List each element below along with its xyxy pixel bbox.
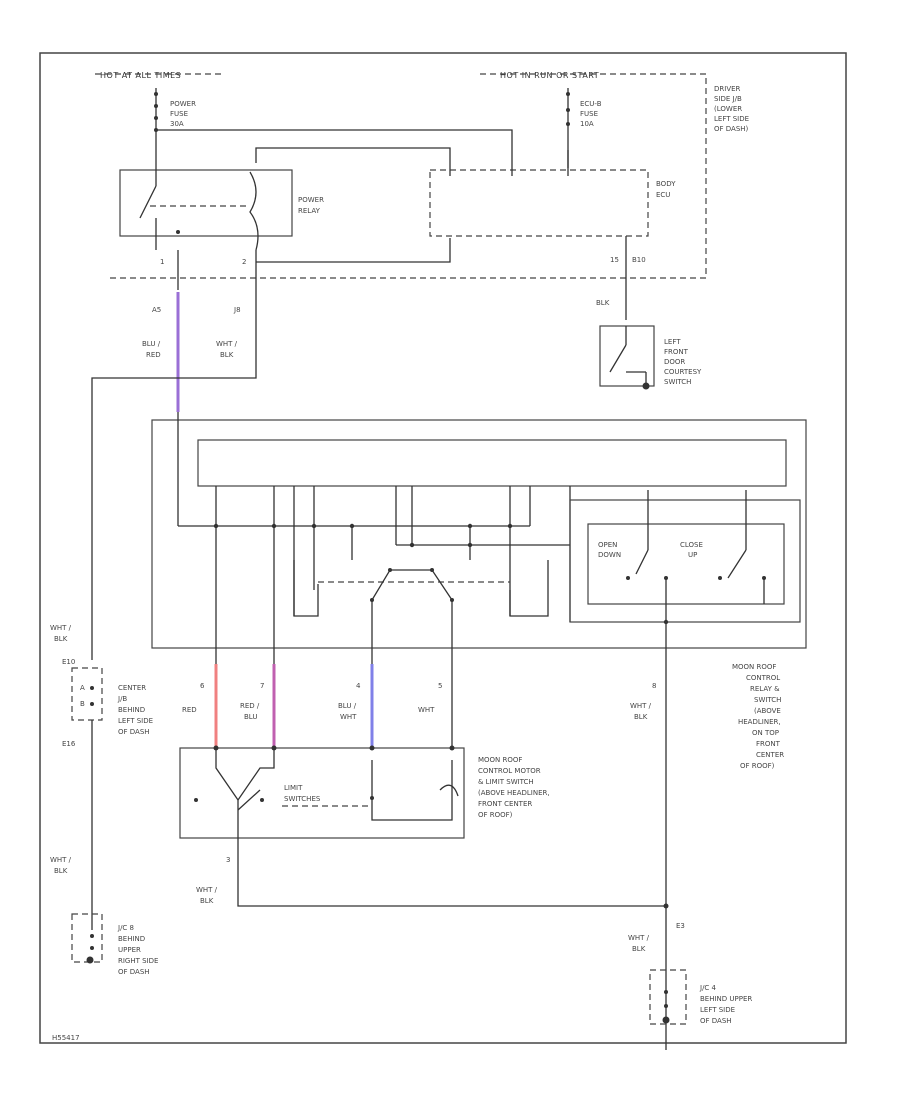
wire-red-blu-label: RED / BLU [240,702,262,721]
svg-text:J8: J8 [233,306,241,314]
figure-code: H55417 [52,1034,80,1042]
driver-jb-boundary [95,73,707,279]
power-fuse: POWER FUSE 30A [154,88,513,168]
center-jb-label: CENTER J/B BEHIND LEFT SIDE OF DASH [117,684,155,736]
body-ecu: BODY ECU 15 B10 [429,150,678,320]
svg-text:15: 15 [610,256,619,264]
svg-text:A: A [80,684,85,692]
center-jb: E10 A B CENTER J/B BEHIND LEFT SIDE OF D… [62,658,155,930]
motor-label: MOON ROOF CONTROL MOTOR & LIMIT SWITCH (… [478,756,552,819]
svg-text:A5: A5 [152,306,161,314]
power-relay: POWER RELAY 1 2 [119,147,451,290]
wire-wht-blk-lower-left-label: WHT / BLK [50,856,73,875]
svg-text:B: B [80,700,85,708]
svg-text:1: 1 [160,258,164,266]
svg-text:3: 3 [226,856,230,864]
svg-text:8: 8 [652,682,656,690]
jc-left-label: J/C 4 BEHIND UPPER LEFT SIDE OF DASH [699,984,755,1025]
moon-roof-motor: LIMIT SWITCHES MOON ROOF CONTROL MOTOR &… [179,745,669,909]
jc-right-label: J/C 8 BEHIND UPPER RIGHT SIDE OF DASH [117,924,161,976]
svg-text:E16: E16 [62,740,76,748]
ecu-b-fuse: ECU-B FUSE 10A [566,88,604,168]
limit-switches-label: LIMIT SWITCHES [284,784,321,803]
ecu-b-fuse-label: ECU-B FUSE 10A [580,100,604,128]
door-switch-label: LEFT FRONT DOOR COURTESY SWITCH [664,338,704,386]
hot-at-all-times-label: HOT AT ALL TIMES [100,71,181,80]
wire-blu-wht-label: BLU / WHT [338,702,358,721]
svg-text:E10: E10 [62,658,75,666]
svg-text:2: 2 [242,258,246,266]
wire-wht-blk-lower-right-label: WHT / BLK [628,934,651,953]
power-relay-label: POWER RELAY [298,196,326,215]
power-fuse-label: POWER FUSE 30A [170,100,198,128]
control-relay-label: MOON ROOF CONTROL RELAY & SWITCH (ABOVE … [732,663,786,770]
close-up-label: CLOSE UP [680,541,705,559]
wire-wht-blk-top [91,290,257,660]
jc-8: J/C 8 BEHIND UPPER RIGHT SIDE OF DASH [71,913,161,976]
body-ecu-label: BODY ECU [656,180,678,199]
jc-4: E3 WHT / BLK J/C 4 BEHIND UPPER LEFT SID… [628,922,755,1025]
door-courtesy-switch: BLK LEFT FRONT DOOR COURTESY SWITCH [596,299,704,390]
svg-text:WHT: WHT [418,706,435,714]
hot-in-run-label: HOT IN RUN OR START [500,71,599,80]
svg-text:4: 4 [356,682,361,690]
svg-text:RED: RED [182,706,197,714]
diagram-frame [39,52,847,1044]
open-down-label: OPEN DOWN [598,541,621,559]
svg-text:6: 6 [200,682,205,690]
svg-text:BLK: BLK [596,299,610,307]
svg-text:B10: B10 [632,256,646,264]
control-relay-switch: OPEN DOWN CLOSE UP MOON ROOF CONTROL REL… [151,412,807,770]
wire-wht-blk-left-label: WHT / BLK [50,624,73,643]
wire-blu-red-label: BLU / RED [142,340,162,359]
motor-ground-wire-label: WHT / BLK [196,886,219,905]
wire-wht-blk-r-label: WHT / BLK [630,702,653,721]
wire-wht-blk-label: WHT / BLK [216,340,239,359]
svg-text:5: 5 [438,682,442,690]
svg-text:7: 7 [260,682,264,690]
svg-text:E3: E3 [676,922,685,930]
driver-jb-label: DRIVER SIDE J/B (LOWER LEFT SIDE OF DASH… [714,85,751,133]
